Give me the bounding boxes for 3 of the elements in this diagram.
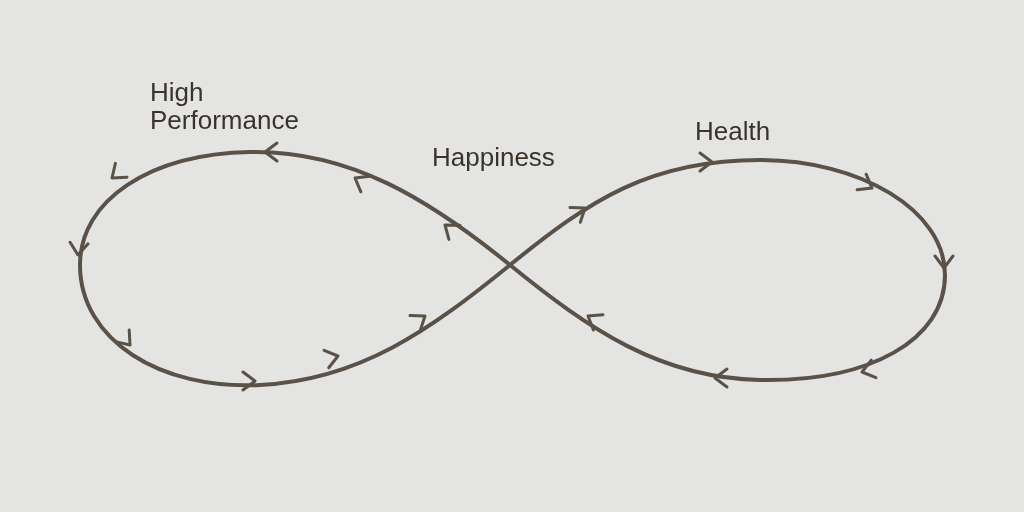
handwritten-label: High Performance bbox=[150, 78, 300, 134]
handwritten-label: Health bbox=[695, 115, 771, 148]
handwritten-label: Happiness bbox=[432, 141, 555, 174]
